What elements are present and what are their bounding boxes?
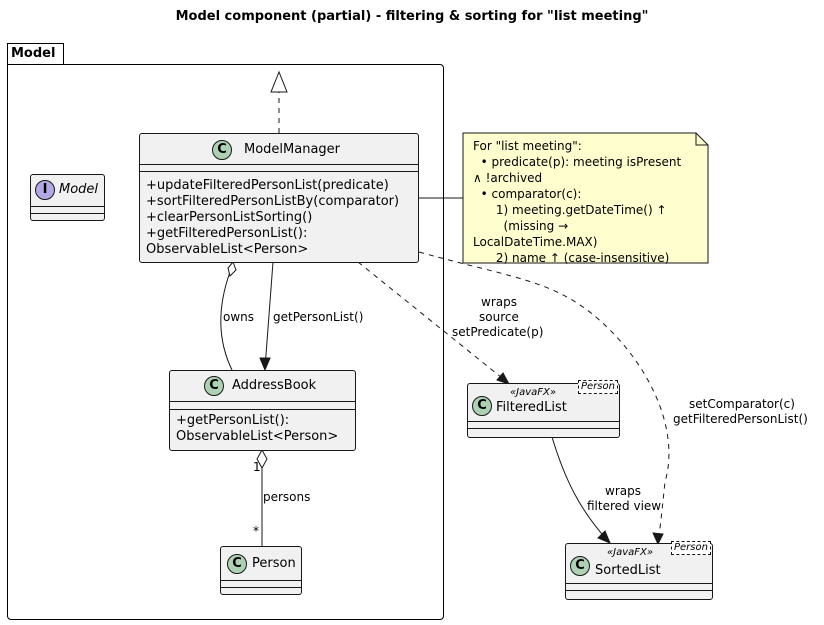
get-person-list-arrowhead (259, 357, 271, 372)
persons-label: persons (263, 490, 311, 504)
multiplicity-one: 1 (253, 460, 261, 474)
model-manager-class: C ModelManager +updateFilteredPersonList… (139, 133, 419, 263)
class-icon: C (570, 556, 590, 576)
model-interface-name: Model (59, 182, 99, 197)
model-manager-name: ModelManager (244, 142, 341, 157)
class-icon: C (204, 376, 224, 396)
method-clear-sorting: +clearPersonListSorting() (146, 210, 313, 225)
wraps-source-label-2: source (479, 310, 519, 324)
owns-edge (220, 271, 233, 371)
owns-diamond (227, 261, 237, 277)
note-shape (462, 132, 709, 264)
wraps-source-edge (357, 261, 508, 383)
realization-arrowhead (270, 70, 288, 93)
owns-label: owns (223, 310, 255, 324)
model-interface: I Model (30, 174, 105, 221)
filtered-list-stereotype: «JavaFX» (510, 387, 557, 398)
method-update-filtered: +updateFilteredPersonList(predicate) (146, 178, 389, 193)
get-person-list-label: getPersonList() (273, 310, 364, 324)
note-fold (695, 133, 708, 146)
set-comparator-arrowhead (652, 532, 664, 546)
interface-icon: I (35, 180, 55, 200)
wraps-source-label-1: wraps (481, 295, 517, 309)
method-get-person-list: +getPersonList(): (176, 413, 290, 428)
method-get-person-list-return: ObservableList<Person> (176, 429, 339, 444)
address-book-name: AddressBook (232, 378, 317, 393)
multiplicity-many: * (253, 524, 259, 538)
wraps-filtered-arrowhead (597, 530, 611, 544)
wraps-filtered-label-2: filtered view (587, 499, 662, 513)
note-text: For "list meeting": • predicate(p): meet… (473, 139, 682, 265)
sorted-list-name: SortedList (595, 563, 661, 578)
wraps-source-label-3: setPredicate(p) (452, 325, 544, 339)
person-name: Person (252, 556, 296, 571)
address-book-class: C AddressBook +getPersonList(): Observab… (169, 370, 356, 451)
get-person-list-edge (264, 261, 274, 369)
wraps-filtered-label-1: wraps (605, 484, 641, 498)
sorted-list-type-param: Person (671, 541, 711, 555)
filtered-list-type-param: Person (578, 380, 618, 394)
persons-diamond (256, 448, 268, 470)
sorted-list-stereotype: «JavaFX» (607, 547, 654, 558)
class-icon: C (212, 140, 232, 160)
sorted-list-class: C «JavaFX» SortedList (565, 543, 713, 600)
method-get-filtered-return: ObservableList<Person> (146, 242, 309, 257)
wraps-filtered-edge (551, 436, 609, 542)
set-comparator-label-1: setComparator(c) (689, 397, 795, 411)
model-package (7, 64, 444, 620)
package-tab: Model (7, 43, 64, 64)
filtered-list-name: FilteredList (496, 400, 567, 415)
set-comparator-edge (418, 251, 670, 544)
class-icon: C (472, 396, 492, 416)
wraps-source-arrowhead (496, 372, 511, 385)
method-sort-filtered: +sortFilteredPersonListBy(comparator) (146, 194, 400, 209)
set-comparator-label-2: getFilteredPersonList() (673, 412, 808, 426)
diagram-title: Model component (partial) - filtering & … (175, 9, 649, 24)
person-class: C Person (220, 546, 302, 595)
method-get-filtered: +getFilteredPersonList(): (146, 226, 308, 241)
class-icon: C (227, 554, 247, 574)
